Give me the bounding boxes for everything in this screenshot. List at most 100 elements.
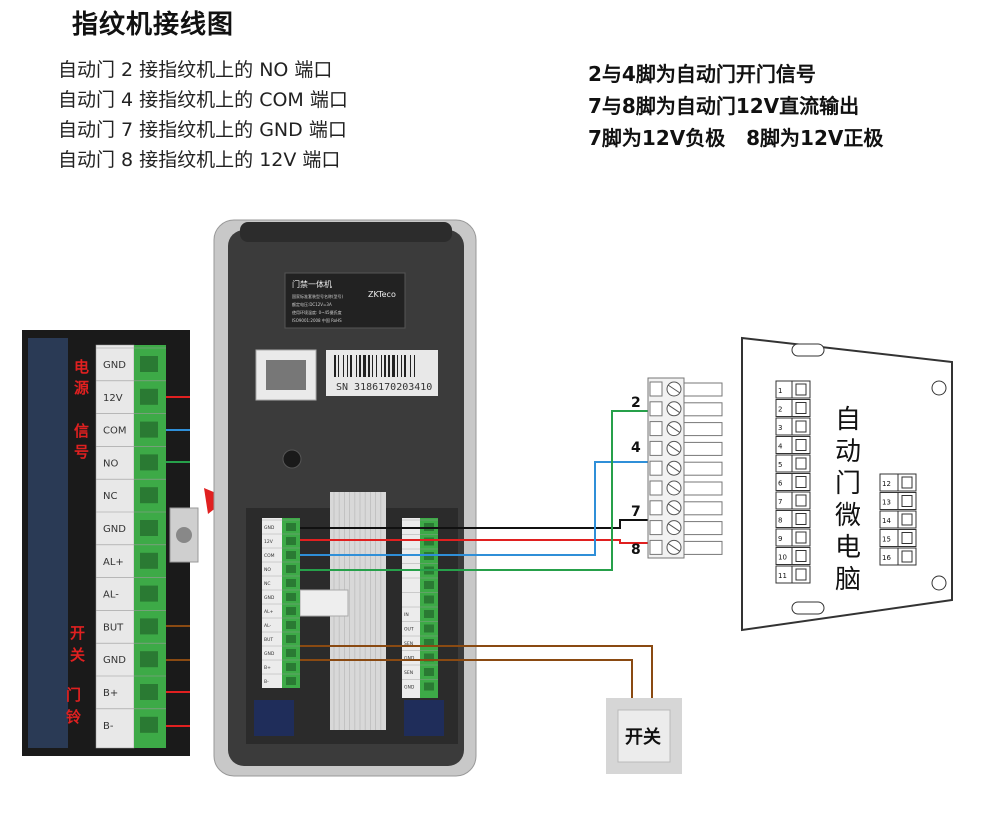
terminal-label: GND [103, 524, 126, 535]
terminal-screw [140, 684, 158, 700]
small-terminal-screw [424, 537, 434, 546]
small-terminal-label: GND [404, 685, 415, 691]
wire-gnd-black [300, 519, 665, 529]
small-terminal-screw [424, 595, 434, 604]
connector-slot [649, 440, 663, 456]
small-terminal-label: OUT [404, 627, 414, 633]
doorbell-label-2: 铃 [66, 708, 82, 726]
terminal-label: NC [103, 491, 117, 502]
small-terminal-label: COM [264, 553, 275, 559]
mc-pin-number: 2 [778, 406, 782, 414]
mc-pin-number: 8 [778, 517, 782, 525]
terminal-label: GND [103, 360, 126, 371]
terminal-screw [140, 618, 158, 635]
small-terminal-screw [424, 653, 434, 662]
small-terminal-screw [286, 579, 296, 587]
right-notes: 2与4脚为自动门开门信号 7与8脚为自动门12V直流输出 7脚为12V负极 8脚… [588, 58, 883, 154]
wire-but-brown [300, 645, 653, 700]
small-terminal-screw [424, 682, 434, 691]
note-line: 自动门 8 接指纹机上的 12V 端口 [58, 149, 341, 171]
small-terminal-label: B- [264, 679, 269, 685]
mc-title-char: 电 [835, 533, 861, 563]
mc-pin-number: 1 [778, 387, 782, 395]
mc-title-char: 脑 [835, 565, 861, 595]
connector-pin-label: 8 [631, 542, 641, 558]
terminal-label: AL+ [103, 557, 124, 568]
mc-pin-number: 7 [778, 498, 782, 506]
connector-slot [649, 539, 663, 555]
small-terminal-screw [286, 663, 296, 671]
terminal-label: GND [103, 655, 126, 666]
small-terminal-label: IN [404, 612, 409, 618]
power-label-1: 电 [74, 358, 89, 376]
note-line: 2与4脚为自动门开门信号 [588, 62, 816, 86]
small-terminal-label: GND [264, 651, 275, 657]
mc-title-char: 自 [835, 405, 861, 435]
connector-fin [683, 382, 723, 397]
small-terminal-label: NO [264, 567, 271, 573]
connector-slot [649, 480, 663, 496]
switch-label: 开关 [625, 726, 661, 748]
small-terminal-screw [424, 581, 434, 589]
connector-fin [683, 402, 723, 417]
door-connector: 2 4 7 8 [631, 377, 723, 559]
plate-line: ISO9001:2008 中国 RoHS [292, 317, 342, 323]
page-title: 指纹机接线图 [72, 10, 235, 40]
small-terminal-screw [424, 624, 434, 633]
plate-line: 国家标准套装型号名称(型号) [292, 293, 344, 299]
fingerprint-device: 门禁一体机 ZKTeco 国家标准套装型号名称(型号) 额定电压:DC12V=3… [213, 219, 477, 777]
connector-pin-label: 2 [631, 395, 641, 411]
mc-title-char: 门 [835, 469, 861, 499]
mc-pin-number: 16 [882, 554, 891, 562]
small-terminal-label: GND [264, 595, 275, 601]
small-terminal-screw [286, 551, 296, 559]
switch-box: 开关 [606, 698, 682, 774]
note-line: 7脚为12V负极 8脚为12V正极 [588, 126, 884, 150]
mc-pin-number: 11 [778, 572, 787, 580]
connector-slot [649, 401, 663, 417]
left-notes: 自动门 2 接指纹机上的 NO 端口 自动门 4 接指纹机上的 COM 端口 自… [58, 55, 348, 175]
note-line: 自动门 2 接指纹机上的 NO 端口 [58, 59, 333, 81]
switch-side-label-2: 关 [70, 646, 85, 664]
wire-com-blue [300, 461, 665, 556]
small-terminal-screw [286, 607, 296, 615]
connector-pin-label: 7 [631, 504, 641, 520]
small-terminal-screw [286, 635, 296, 643]
mc-pin-number: 5 [778, 461, 782, 469]
mc-pin-number: 13 [882, 499, 891, 507]
connector-pin-label: 4 [631, 440, 641, 456]
small-terminal-screw [424, 610, 434, 618]
terminal-label: AL- [103, 590, 119, 601]
small-terminal-label: 12V [264, 539, 274, 545]
small-terminal-label: AL- [264, 623, 272, 629]
small-terminal-label: SEN [404, 641, 413, 647]
terminal-screw [140, 356, 158, 372]
plate-line: 使用环境温度: 0~45摄氏度 [292, 309, 342, 315]
brand-logo-text: ZKTeco [368, 290, 396, 299]
plate-title: 门禁一体机 [292, 279, 332, 289]
small-terminal-screw [286, 523, 296, 531]
terminal-screw [140, 421, 158, 438]
mc-pin-number: 4 [778, 443, 783, 451]
connector-fin [683, 540, 723, 555]
terminal-screw [140, 552, 158, 569]
connector-fin [683, 422, 723, 437]
small-terminal-screw [286, 649, 296, 657]
connector-slot [649, 500, 663, 516]
small-terminal-screw [286, 593, 296, 601]
mc-pin-number: 6 [778, 480, 783, 488]
power-label-2: 源 [74, 379, 89, 397]
small-terminal-label: GND [404, 656, 415, 662]
small-terminal-screw [424, 668, 434, 676]
terminal-screw [140, 651, 158, 668]
terminal-label: B- [103, 721, 114, 732]
small-terminal-screw [424, 639, 434, 647]
doorbell-label-1: 门 [66, 686, 81, 704]
note-line: 自动门 4 接指纹机上的 COM 端口 [58, 89, 348, 111]
connector-slot [649, 460, 663, 476]
small-terminal-label: SEN [404, 670, 413, 676]
